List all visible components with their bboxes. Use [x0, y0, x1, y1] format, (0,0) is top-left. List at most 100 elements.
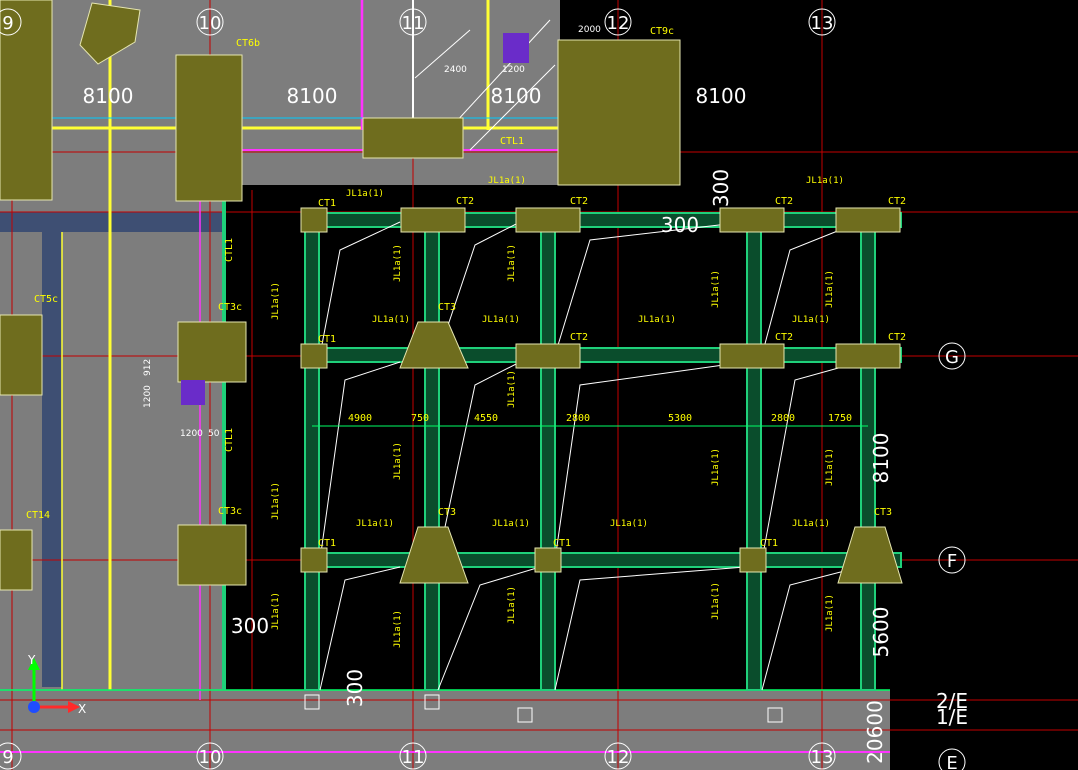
svg-text:13: 13	[811, 13, 834, 34]
wall-lines	[0, 0, 890, 753]
cap-tag-ct6b: CT6b	[236, 38, 260, 49]
span-dim-9-10: 8100	[83, 84, 134, 108]
beam-tag-11: JL1a(1)	[792, 519, 830, 529]
cap-tag-ct3c-b: CT3c	[218, 506, 242, 517]
beam-tag-9: JL1a(1)	[492, 519, 530, 529]
axis-bubble-11-bottom: 11	[399, 742, 427, 770]
cap-tag-ct2-a: CT2	[456, 196, 474, 207]
cap-tag-ct1-d: CT1	[553, 538, 571, 549]
axis-bubble-9: 9	[0, 8, 22, 36]
dim-8100-right: 8100	[869, 433, 893, 484]
pile-caps	[0, 0, 903, 591]
open-dim-912: 912	[143, 359, 153, 376]
cap-tag-ct1-c: CT1	[318, 538, 336, 549]
cap-tag-ct9c: CT9c	[650, 26, 674, 37]
axis-bubble-11: 11	[399, 8, 427, 36]
cap-tag-ct2-d: CT2	[888, 196, 906, 207]
svg-text:12: 12	[607, 13, 630, 34]
dim-5600-right: 5600	[869, 607, 893, 658]
cap-tag-ct1-e: CT1	[760, 538, 778, 549]
cap-tag-ct1-a: CT1	[318, 198, 336, 209]
beam-tag-6: JL1a(1)	[638, 315, 676, 325]
svg-text:13: 13	[811, 747, 834, 768]
beam-labels: JL1a(1) JL1a(1) JL1a(1) JL1a(1) JL1a(1) …	[271, 176, 844, 648]
beam-tag-v10: JL1a(1)	[825, 448, 835, 486]
cap-tag-ct2-e: CT2	[570, 332, 588, 343]
span-dim-11-12: 8100	[491, 84, 542, 108]
ucs-axis-icon: Y X	[27, 653, 86, 716]
axis-label-2E: 2/E	[936, 689, 968, 713]
open-dim-1200b: 1200	[143, 385, 153, 408]
svg-text:11: 11	[402, 747, 425, 768]
svg-text:10: 10	[199, 13, 222, 34]
cap-tag-ct14: CT14	[26, 510, 50, 521]
svg-text:9: 9	[2, 747, 13, 768]
beam-tag-8: JL1a(1)	[356, 519, 394, 529]
dim-300-top-vertical: 300	[709, 169, 733, 207]
svg-text:E: E	[946, 753, 957, 770]
cap-tag-ctl1-a: CTL1	[500, 136, 524, 147]
cap-tag-ct2-c: CT2	[775, 196, 793, 207]
mid-dim-4: 2800	[566, 413, 590, 424]
open-dim-2400: 2400	[444, 65, 467, 75]
mid-dimension-chain: 4900 750 4550 2800 5300 2800 1750	[312, 413, 868, 427]
cap-tag-ct3-a: CT3	[438, 302, 456, 313]
axis-label-1E: 1/E	[936, 705, 968, 729]
pile-cap-tags: CT1 CT2 CT2 CT2 CT2 CT1 CT3 CT2 CT2 CT2 …	[26, 26, 906, 549]
mid-dim-5: 5300	[668, 413, 692, 424]
open-dim-1200: 1200	[502, 65, 525, 75]
svg-text:G: G	[945, 347, 959, 368]
beam-tag-v13: JL1a(1)	[507, 586, 517, 624]
axis-bubble-12-bottom: 12	[604, 742, 632, 770]
openings	[181, 33, 529, 405]
axis-bubble-13: 13	[808, 8, 836, 36]
beam-tag-v11: JL1a(1)	[271, 592, 281, 630]
svg-text:11: 11	[402, 13, 425, 34]
dim-300-left: 300	[231, 614, 269, 638]
span-dimensions: 8100 8100 8100 8100 300 300 8100 5600 30…	[83, 84, 893, 764]
beam-tag-v14: JL1a(1)	[711, 582, 721, 620]
cap-tag-ct3c-a: CT3c	[218, 302, 242, 313]
beam-tag-v4: JL1a(1)	[711, 270, 721, 308]
beam-tag-v1: JL1a(1)	[271, 282, 281, 320]
beam-tag-v15: JL1a(1)	[825, 594, 835, 632]
svg-text:F: F	[947, 551, 957, 572]
beam-tag-v6: JL1a(1)	[271, 482, 281, 520]
cap-tag-ct3-b: CT3	[438, 507, 456, 518]
cap-tag-ct2-b: CT2	[570, 196, 588, 207]
axis-bubble-G: G	[938, 342, 966, 370]
cap-tag-ct2-f: CT2	[775, 332, 793, 343]
beam-tag-4: JL1a(1)	[372, 315, 410, 325]
cap-tag-ctl1-c: CTL1	[224, 428, 235, 452]
opening-dimensions: 2400 1200 2000 912 1200 1200 50	[143, 25, 601, 439]
mid-dim-1: 4900	[348, 413, 372, 424]
dim-300-top: 300	[661, 213, 699, 237]
beam-tag-v7: JL1a(1)	[393, 442, 403, 480]
open-dim-1200c: 1200	[180, 429, 203, 439]
cap-tag-ctl1-b: CTL1	[224, 238, 235, 262]
bottom-markers	[304, 694, 783, 723]
axis-bubble-9-bottom: 9	[0, 742, 22, 770]
beam-tag-2: JL1a(1)	[488, 176, 526, 186]
beam-tag-10: JL1a(1)	[610, 519, 648, 529]
mid-dim-7: 1750	[828, 413, 852, 424]
cap-tag-ct1-b: CT1	[318, 334, 336, 345]
svg-text:12: 12	[607, 747, 630, 768]
beam-tag-7: JL1a(1)	[792, 315, 830, 325]
open-dim-2000: 2000	[578, 25, 601, 35]
beam-tag-v12: JL1a(1)	[393, 610, 403, 648]
beam-tag-v5: JL1a(1)	[825, 270, 835, 308]
axis-bubble-10: 10	[196, 8, 224, 36]
svg-text:10: 10	[199, 747, 222, 768]
axis-bubble-10-bottom: 10	[196, 742, 224, 770]
beam-tag-1: JL1a(1)	[346, 189, 384, 199]
mid-dim-3: 4550	[474, 413, 498, 424]
ucs-x-label: X	[78, 702, 86, 716]
beam-tag-v3: JL1a(1)	[507, 244, 517, 282]
dim-300-bottom: 300	[343, 669, 367, 707]
cap-tag-ct5c: CT5c	[34, 294, 58, 305]
open-dim-50: 50	[208, 429, 220, 439]
mid-dim-6: 2800	[771, 413, 795, 424]
axis-bubble-13-bottom: 13	[808, 742, 836, 770]
